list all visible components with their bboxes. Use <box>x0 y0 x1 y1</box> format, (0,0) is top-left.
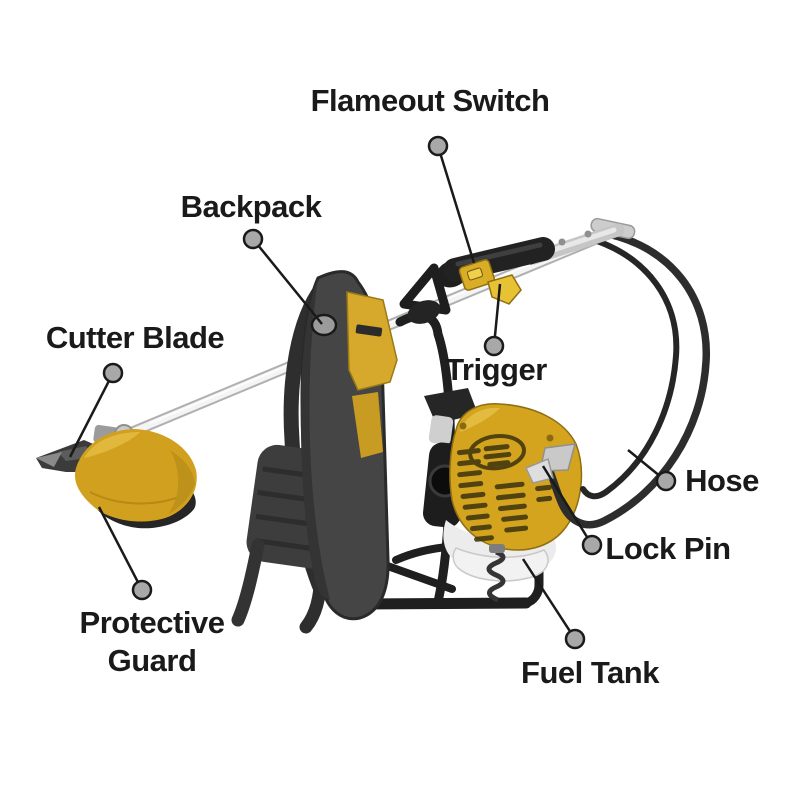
label-trigger: Trigger <box>445 352 547 388</box>
label-protective-guard: Protective Guard <box>79 605 225 678</box>
backpack-part <box>231 270 398 634</box>
flameout-switch-callout-dot <box>427 135 449 157</box>
cooling-vents <box>456 433 553 542</box>
trigger-callout-dot <box>483 335 505 357</box>
flameout-switch-part <box>458 259 496 291</box>
handle <box>436 223 625 305</box>
protective-guard-callout-dot <box>131 579 153 601</box>
lock-pin-part <box>524 443 577 484</box>
trigger-callout-line <box>492 283 502 347</box>
cutter-blade-callout-line <box>68 372 115 458</box>
protective-guard-callout-line <box>97 506 144 591</box>
engine <box>423 388 583 603</box>
fuel-tank-callout-line <box>521 558 577 640</box>
lock-pin-callout-dot <box>581 534 603 556</box>
hose-callout-dot <box>655 470 677 492</box>
callouts <box>68 135 677 650</box>
backpack-callout-line <box>252 238 323 325</box>
fuel-tank-callout-dot <box>564 628 586 650</box>
flameout-switch-callout-line <box>436 145 476 264</box>
fuel-tank-part <box>452 547 549 582</box>
protective-guard-part <box>74 429 197 529</box>
cutter-head <box>36 424 197 529</box>
label-lock-pin: Lock Pin <box>605 531 731 567</box>
brand-logo <box>355 324 383 337</box>
hose-part <box>524 217 710 529</box>
cutter-blade-callout-dot <box>102 362 124 384</box>
spring-mount <box>486 549 506 603</box>
label-fuel-tank: Fuel Tank <box>521 655 659 691</box>
label-hose: Hose <box>685 463 759 499</box>
backpack-callout-dot <box>242 228 264 250</box>
trigger-part <box>487 274 522 305</box>
hanger-bracket <box>399 263 451 324</box>
label-cutter-blade: Cutter Blade <box>45 320 225 356</box>
label-flameout-switch: Flameout Switch <box>310 83 550 119</box>
lock-pin-callout-line <box>541 465 594 546</box>
label-backpack: Backpack <box>180 189 322 225</box>
